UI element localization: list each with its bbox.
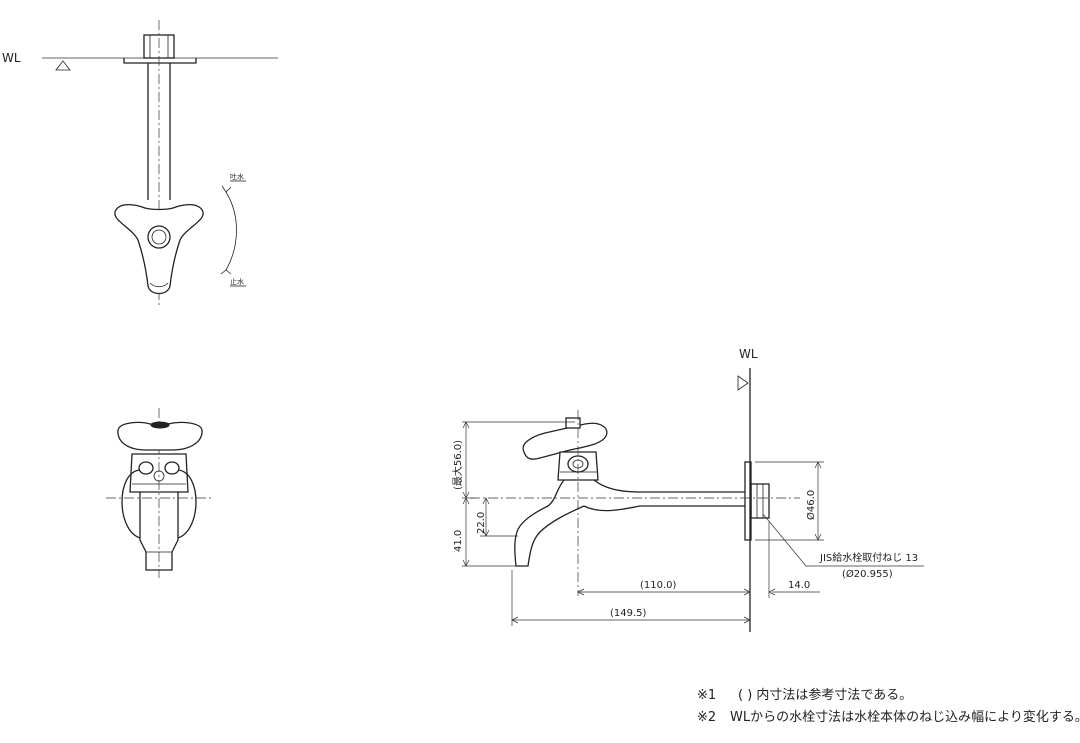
note1-mark: ※1 <box>697 688 716 703</box>
wl-marker-side <box>737 375 749 391</box>
dim-diameter: Ø46.0 <box>805 490 817 520</box>
notes: ※1 ( ) 内寸法は参考寸法である。 ※2 WLからの水栓寸法は水栓本体のねじ… <box>697 687 1080 725</box>
side-view: WL (最大56.0) 41.0 22.0 <box>451 347 924 632</box>
wl-marker-top <box>55 60 71 71</box>
top-view: WL 吐水 止水 <box>2 20 278 305</box>
wl-label-top: WL <box>2 51 21 65</box>
dim-spout-drop: 22.0 <box>476 512 487 534</box>
thread-label: JIS給水栓取付ねじ 13 <box>819 551 918 564</box>
rotation-arrow <box>225 191 237 271</box>
note1-text: ( ) 内寸法は参考寸法である。 <box>738 687 912 703</box>
note2-text: WLからの水栓寸法は水栓本体のねじ込み幅により変化する。 <box>730 709 1080 725</box>
dim-reach-total: (149.5) <box>610 608 647 619</box>
dim-reach-inner: (110.0) <box>640 580 677 591</box>
wl-label-side: WL <box>739 347 758 361</box>
front-view <box>106 408 214 578</box>
dim-thread-len: 14.0 <box>788 580 810 591</box>
close-label: 止水 <box>230 277 244 286</box>
open-label: 吐水 <box>230 172 244 181</box>
dim-max-height: (最大56.0) <box>451 440 464 490</box>
note2-mark: ※2 <box>697 710 716 725</box>
dim-height: 41.0 <box>453 530 464 552</box>
thread-sub: (Ø20.955) <box>842 568 893 580</box>
